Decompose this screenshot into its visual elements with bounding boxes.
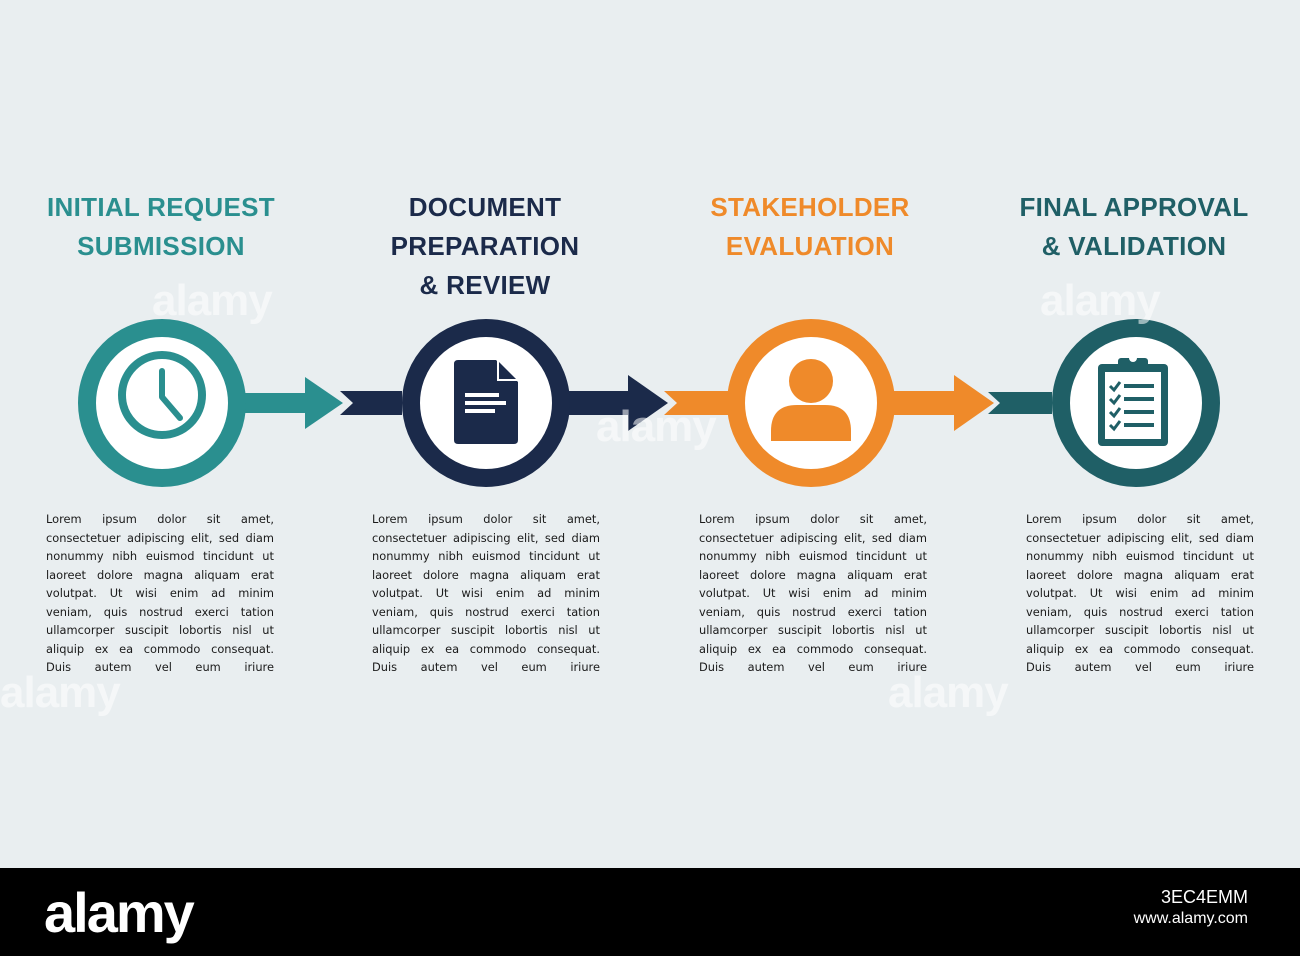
user-icon	[771, 359, 851, 441]
step-1-title-line-2: SUBMISSION	[77, 231, 245, 261]
step-1-node	[78, 319, 246, 487]
step-2-title-line-2: PREPARATION	[390, 231, 580, 261]
step-4-title: FINAL APPROVAL & VALIDATION	[984, 188, 1284, 266]
step-2-node	[402, 319, 570, 487]
image-id: 3EC4EMM	[1160, 887, 1248, 907]
step-2-title-line-1: DOCUMENT	[408, 192, 562, 222]
step-3-node	[727, 319, 895, 487]
step-3-title-line-2: EVALUATION	[725, 231, 895, 261]
clipboard-checklist-icon	[1098, 354, 1168, 446]
step-1-title: INITIAL REQUEST SUBMISSION	[11, 188, 311, 266]
step-4-description: Lorem ipsum dolor sit amet, consectetuer…	[1026, 512, 1254, 674]
arrow-4-tail	[988, 392, 1052, 414]
step-3-description: Lorem ipsum dolor sit amet, consectetuer…	[699, 512, 927, 674]
step-2-title: DOCUMENT PREPARATION & REVIEW	[335, 188, 635, 305]
step-1-description: Lorem ipsum dolor sit amet, consectetuer…	[46, 512, 274, 674]
arrow-2-to-3	[340, 375, 668, 431]
step-2-description: Lorem ipsum dolor sit amet, consectetuer…	[372, 512, 600, 674]
arrow-1-to-2	[245, 377, 343, 429]
step-3-title-line-1: STAKEHOLDER	[710, 192, 910, 222]
arrow-3-to-4	[664, 375, 994, 431]
step-1-title-line-1: INITIAL REQUEST	[47, 192, 275, 222]
process-flow	[78, 319, 1220, 487]
step-4-title-line-2: & VALIDATION	[1041, 231, 1227, 261]
footer-image-info: 3EC4EMM www.alamy.com	[1134, 886, 1248, 930]
footer-bar: alamy 3EC4EMM www.alamy.com	[0, 868, 1300, 956]
clock-icon	[118, 351, 206, 439]
footer-url: www.alamy.com	[1133, 910, 1248, 927]
document-icon	[454, 360, 518, 444]
step-4-title-line-1: FINAL APPROVAL	[1019, 192, 1249, 222]
step-4-node	[1052, 319, 1220, 487]
step-3-title: STAKEHOLDER EVALUATION	[660, 188, 960, 266]
infographic-stage: INITIAL REQUEST SUBMISSION DOCUMENT PREP…	[0, 188, 1284, 717]
step-2-title-line-3: & REVIEW	[419, 270, 551, 300]
alamy-logo: alamy	[44, 881, 195, 944]
